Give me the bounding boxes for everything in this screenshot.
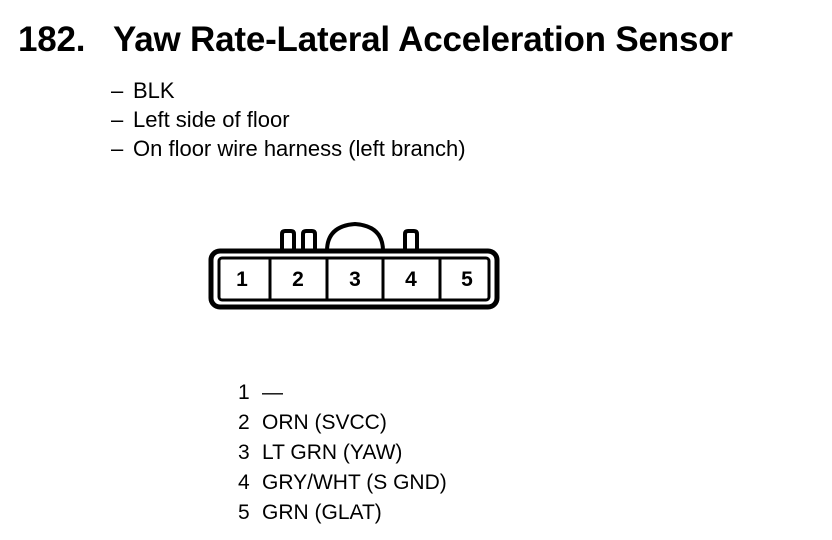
- connector-housing: [208, 248, 500, 310]
- connector-cell-3: 3: [349, 268, 361, 291]
- note-harness: –On floor wire harness (left branch): [111, 136, 466, 161]
- pin-row: 1—: [238, 381, 283, 404]
- note-location: –Left side of floor: [111, 107, 290, 132]
- connector-cell-5: 5: [461, 268, 473, 291]
- lock-tab-left-b: [301, 229, 317, 251]
- note-color: –BLK: [111, 78, 175, 103]
- lock-tab-left-a: [280, 229, 296, 251]
- connector-cell-1: 1: [236, 268, 248, 291]
- page-title: 182. Yaw Rate-Lateral Acceleration Sensor: [18, 20, 733, 60]
- connector-cell-4: 4: [405, 268, 417, 291]
- section-number: 182.: [18, 20, 86, 59]
- section-title: Yaw Rate-Lateral Acceleration Sensor: [113, 20, 733, 59]
- connector-face: [217, 256, 491, 302]
- lock-tab-right: [403, 229, 419, 251]
- connector-notes: –BLK –Left side of floor –On floor wire …: [111, 76, 466, 163]
- lock-dome: [325, 222, 385, 252]
- connector-cell-2: 2: [292, 268, 304, 291]
